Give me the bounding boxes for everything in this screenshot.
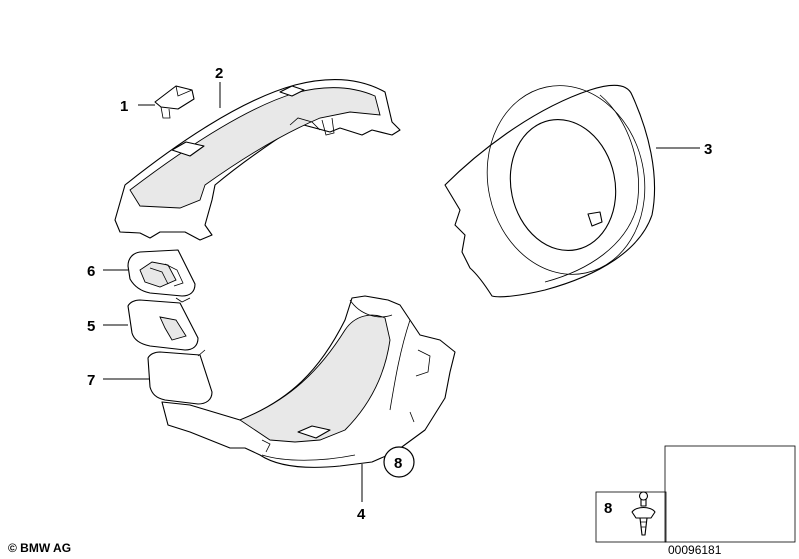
part-2-upper-cover[interactable] [114,78,401,241]
detail-box-part-8 [595,491,667,543]
callout-4: 4 [357,506,366,523]
callout-6: 6 [87,263,95,280]
part-4-lower-cover[interactable] [161,295,456,468]
callout-7: 7 [87,372,95,389]
callout-5: 5 [87,318,95,335]
part-7-cover-cap[interactable] [147,349,213,405]
callout-3: 3 [704,141,712,158]
callout-2: 2 [215,65,223,82]
copyright: © BMW AG [8,541,71,555]
callout-8-box: 8 [604,500,612,517]
detail-box-empty [664,445,796,543]
leader-lines [103,82,700,502]
part-3-trim-ring[interactable] [444,71,662,298]
part-6-vent-panel[interactable] [127,249,196,303]
part-5-switch-blank[interactable] [127,299,199,351]
diagram-number: 00096181 [668,543,722,557]
callout-8-circle-label: 8 [394,455,402,472]
part-8-rivet[interactable] [631,491,656,536]
callout-1: 1 [120,98,128,115]
part-1-clip[interactable] [154,85,195,119]
callout-8-circle [383,446,415,478]
